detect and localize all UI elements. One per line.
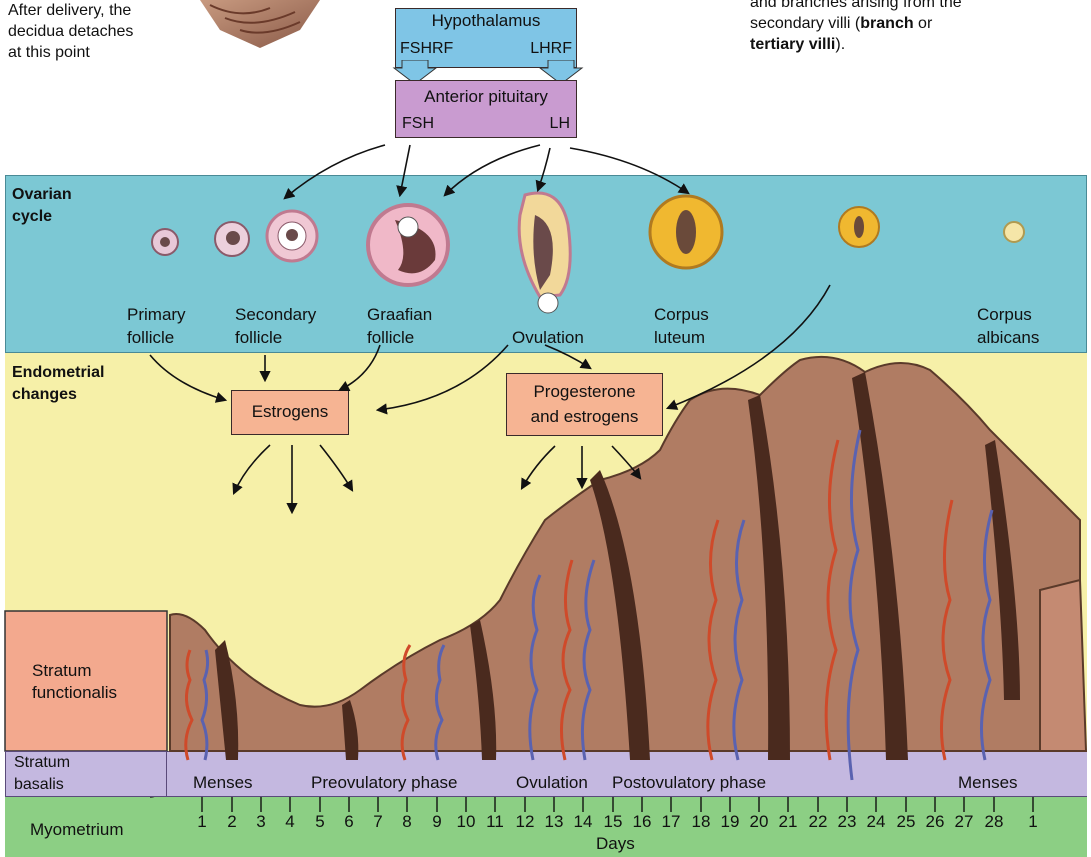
day-number: 20 xyxy=(747,812,771,832)
day-number: 25 xyxy=(894,812,918,832)
day-ticks xyxy=(202,797,1033,812)
estrogen-source-arrow xyxy=(150,355,225,400)
day-number: 5 xyxy=(308,812,332,832)
day-number: 3 xyxy=(249,812,273,832)
progesterone-source-arrow xyxy=(545,345,590,368)
day-number: 22 xyxy=(806,812,830,832)
day-number: 28 xyxy=(982,812,1006,832)
day-number: 21 xyxy=(776,812,800,832)
day-number: 12 xyxy=(513,812,537,832)
stratum-functionalis-label: Stratum functionalis xyxy=(32,660,117,704)
day-number: 23 xyxy=(835,812,859,832)
day-number: 24 xyxy=(864,812,888,832)
layer-label-line: basalis xyxy=(14,774,70,796)
day-number: 16 xyxy=(630,812,654,832)
day-number: 8 xyxy=(395,812,419,832)
fsh-arrow xyxy=(285,145,385,198)
days-axis-label: Days xyxy=(596,834,635,854)
stratum-basalis-label: Stratum basalis xyxy=(14,752,70,796)
day-number: 17 xyxy=(659,812,683,832)
ovulation-phase-label: Ovulation xyxy=(516,773,588,793)
day-number: 27 xyxy=(952,812,976,832)
day-number: 15 xyxy=(601,812,625,832)
menses-phase-label: Menses xyxy=(193,773,253,793)
preovulatory-phase-label: Preovulatory phase xyxy=(311,773,457,793)
day-number: 13 xyxy=(542,812,566,832)
day-number: 9 xyxy=(425,812,449,832)
layer-label-line: Stratum xyxy=(14,752,70,774)
progesterone-effect-arrow xyxy=(612,446,640,478)
lh-arrow xyxy=(570,148,688,193)
day-number: 14 xyxy=(571,812,595,832)
day-number: 10 xyxy=(454,812,478,832)
day-number: 6 xyxy=(337,812,361,832)
day-number: 7 xyxy=(366,812,390,832)
day-number: 26 xyxy=(923,812,947,832)
estrogen-source-arrow xyxy=(340,345,380,390)
day-number: 2 xyxy=(220,812,244,832)
menses-phase-label: Menses xyxy=(958,773,1018,793)
fsh-arrow xyxy=(400,145,410,195)
estrogen-effect-arrow xyxy=(320,445,352,490)
lh-arrow xyxy=(538,148,550,190)
estrogen-source-arrow xyxy=(378,345,508,410)
day-number: 11 xyxy=(483,812,507,832)
day-number: 1 xyxy=(1021,812,1045,832)
day-number: 18 xyxy=(689,812,713,832)
day-number: 19 xyxy=(718,812,742,832)
layer-label-line: Stratum xyxy=(32,660,117,682)
progesterone-effect-arrow xyxy=(522,446,555,488)
day-number: 4 xyxy=(278,812,302,832)
layer-label-line: functionalis xyxy=(32,682,117,704)
day-number: 1 xyxy=(190,812,214,832)
postovulatory-phase-label: Postovulatory phase xyxy=(612,773,766,793)
progesterone-source-arrow xyxy=(668,285,830,408)
lh-arrow xyxy=(445,145,540,195)
estrogen-effect-arrow xyxy=(234,445,270,493)
